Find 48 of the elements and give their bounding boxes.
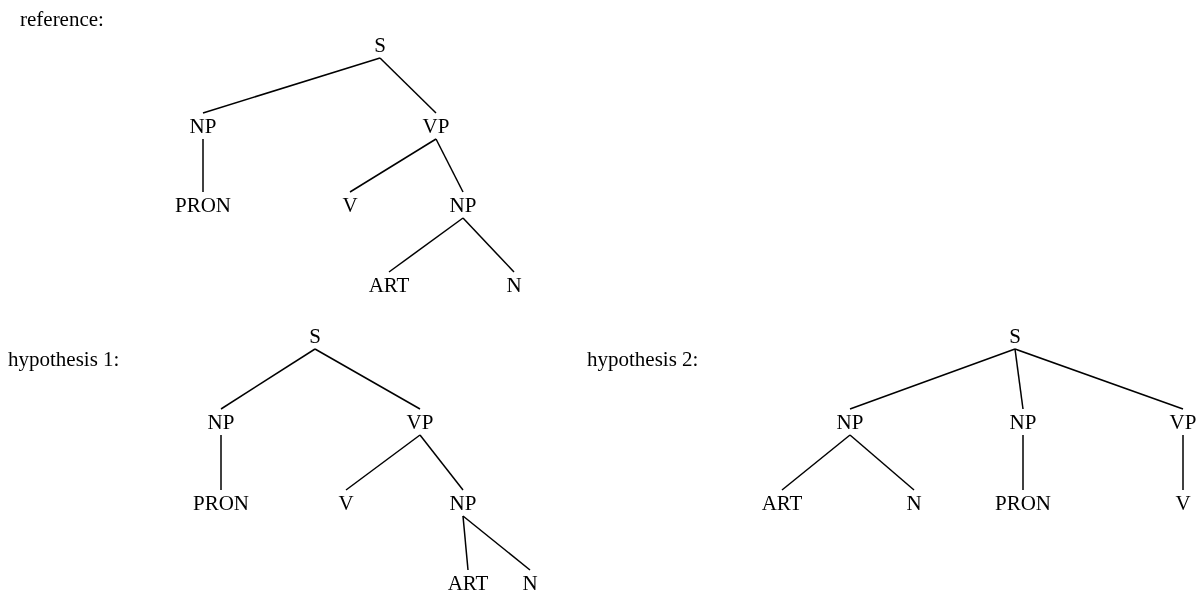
tree-node-label: V (1172, 490, 1194, 516)
tree-caption: reference: (20, 8, 104, 30)
tree-branch-line (220, 434, 222, 491)
tree-branch-line (1022, 434, 1024, 491)
tree-branch-line (849, 348, 1016, 410)
tree-branch-line (849, 434, 915, 491)
tree-node-label: N (519, 570, 541, 596)
tree-node-label: N (903, 490, 925, 516)
tree-node-label: PRON (992, 490, 1054, 516)
tree-branch-line (1014, 348, 1024, 410)
tree-branch-line (345, 434, 421, 491)
tree-node-label: NP (446, 192, 480, 218)
tree-branch-line (1014, 348, 1184, 410)
tree-branch-line (1182, 434, 1184, 491)
tree-caption: hypothesis 2: (587, 348, 699, 370)
tree-node-label: VP (403, 409, 437, 435)
tree-branch-line (462, 217, 515, 273)
tree-node-label: V (335, 490, 357, 516)
tree-branch-line (202, 138, 204, 193)
tree-node-label: PRON (190, 490, 252, 516)
tree-node-label: PRON (172, 192, 234, 218)
tree-branch-line (202, 57, 381, 114)
tree-node-label: V (339, 192, 361, 218)
tree-node-label: N (503, 272, 525, 298)
tree-branch-line (349, 138, 437, 193)
tree-branch-line (462, 515, 469, 571)
tree-caption: hypothesis 1: (8, 348, 120, 370)
tree-branch-line (419, 434, 464, 491)
tree-node-label: NP (446, 490, 480, 516)
tree-branch-line (462, 515, 531, 571)
tree-node-label: S (306, 323, 324, 349)
tree-branch-line (314, 348, 421, 410)
tree-node-label: NP (833, 409, 867, 435)
tree-node-label: ART (365, 272, 413, 298)
tree-node-label: NP (1006, 409, 1040, 435)
tree-branch-line (379, 57, 437, 114)
tree-node-label: VP (419, 113, 453, 139)
tree-node-label: NP (186, 113, 220, 139)
tree-node-label: ART (444, 570, 492, 596)
tree-node-label: S (371, 32, 389, 58)
tree-node-label: VP (1166, 409, 1199, 435)
tree-branch-line (220, 348, 316, 410)
tree-node-label: S (1006, 323, 1024, 349)
tree-branch-line (388, 217, 464, 273)
tree-branch-line (435, 138, 464, 193)
tree-node-label: NP (204, 409, 238, 435)
tree-node-label: ART (758, 490, 806, 516)
tree-branch-line (781, 434, 851, 491)
